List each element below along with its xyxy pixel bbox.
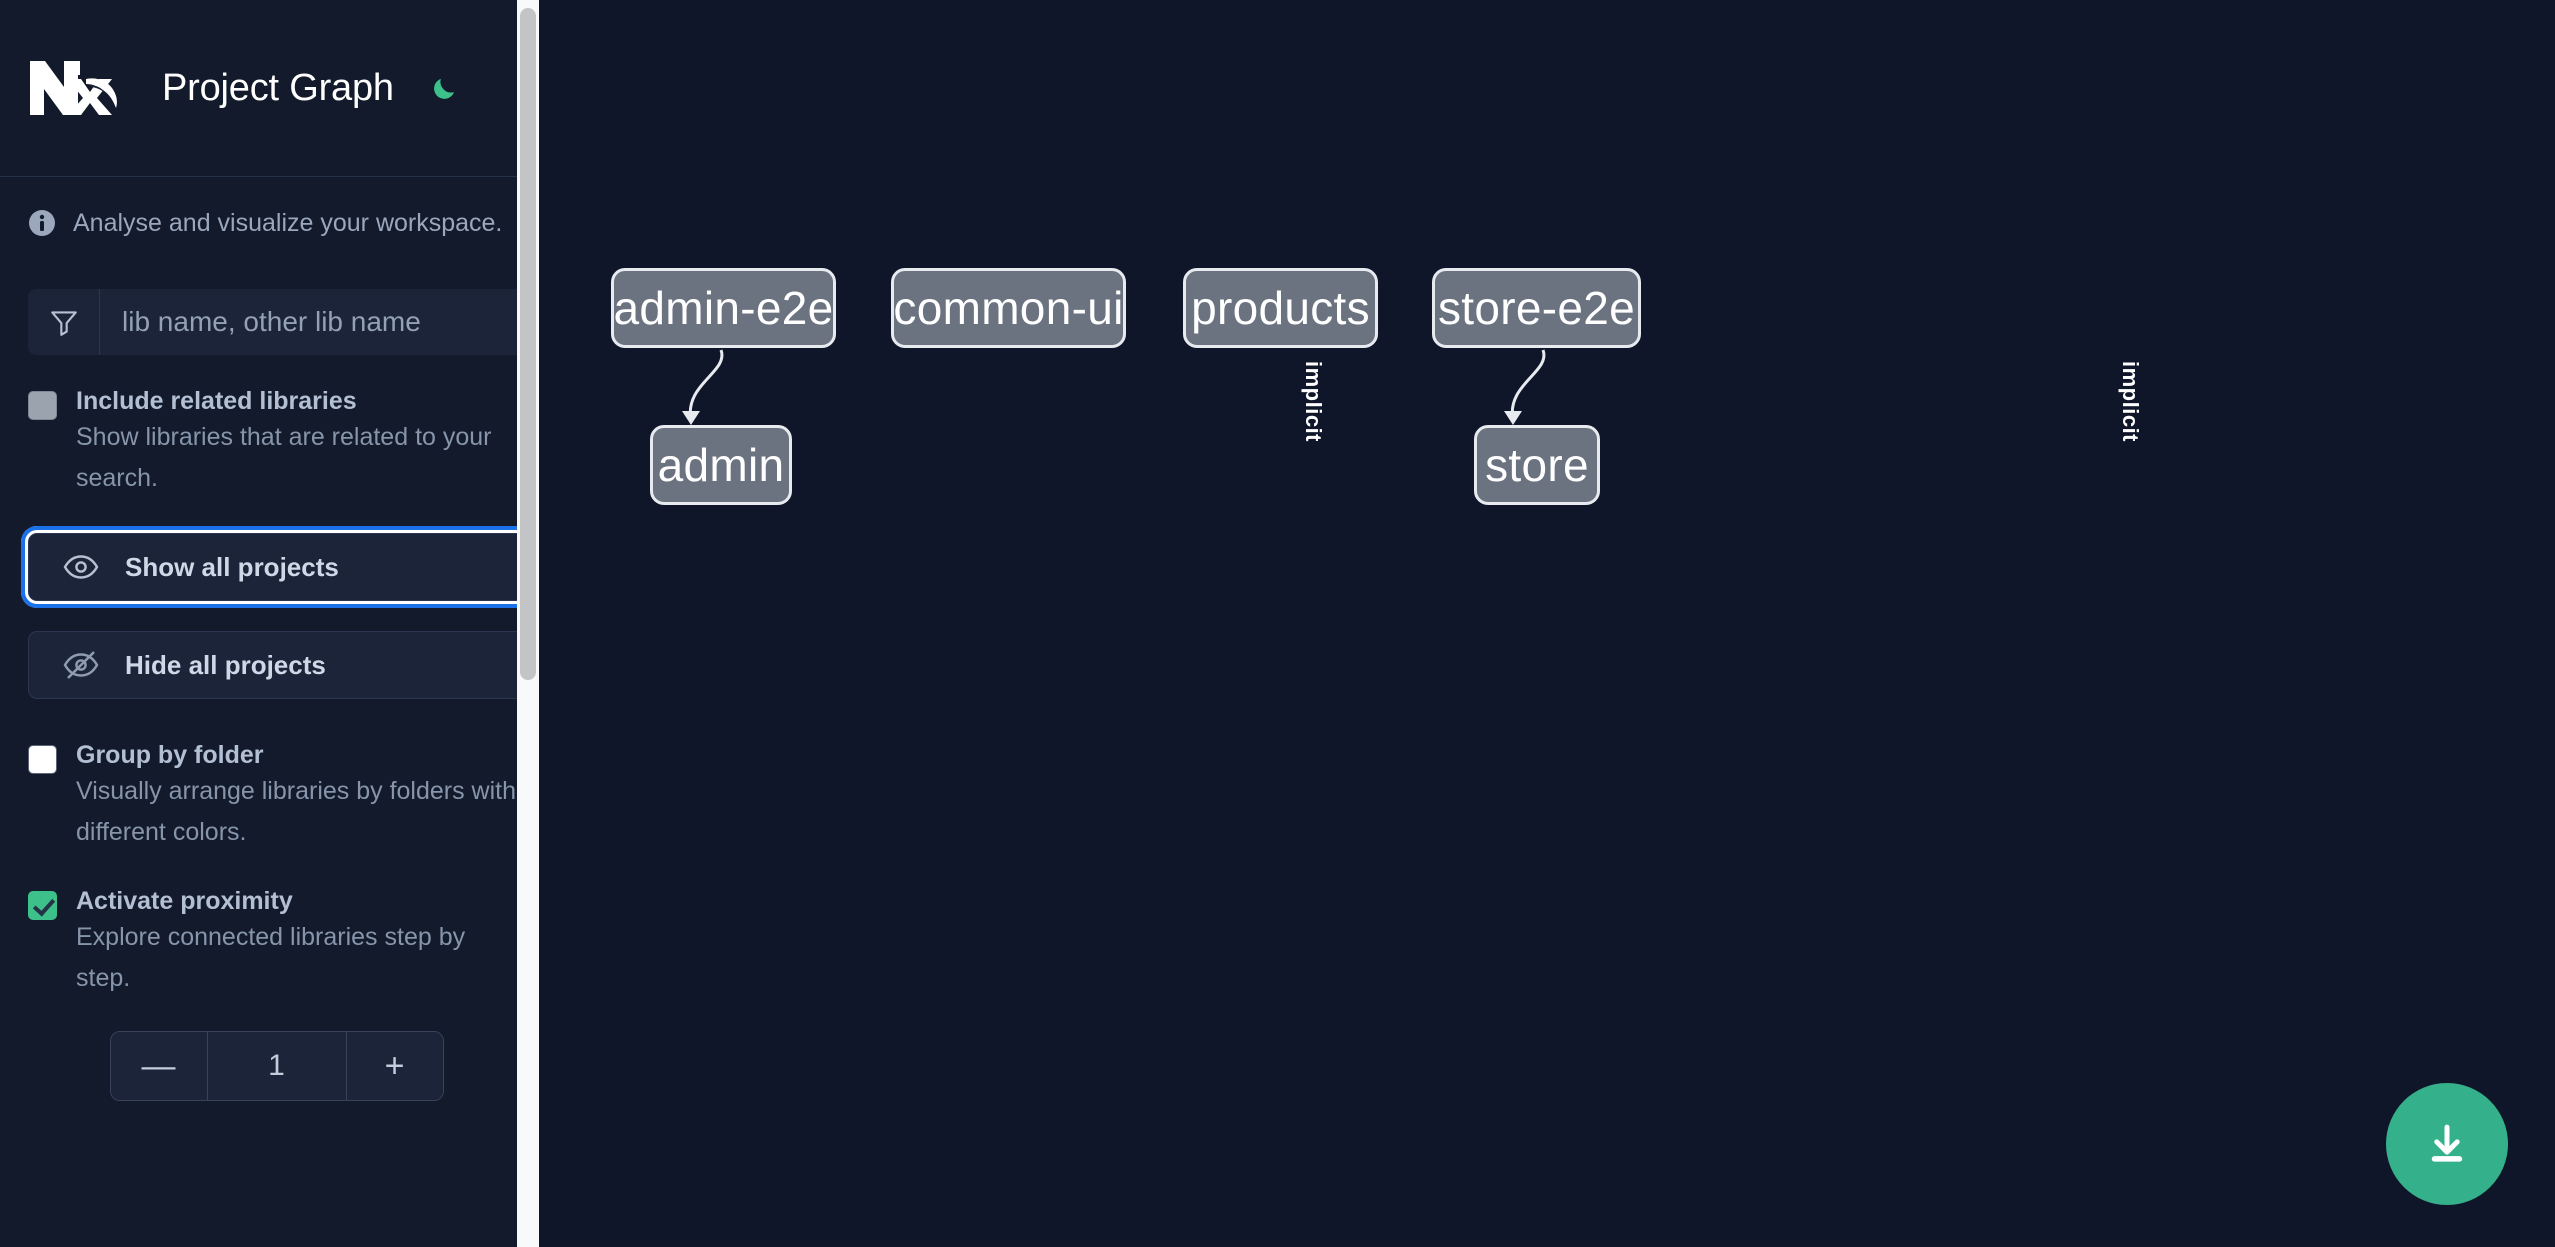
graph-edges [682, 349, 1546, 425]
proximity-decrement-button[interactable]: — [110, 1032, 207, 1100]
search-row [0, 289, 553, 355]
graph-node-admin-e2e[interactable]: admin-e2e [611, 268, 836, 348]
graph-canvas[interactable]: implicit implicit admin-e2e common-ui pr… [553, 0, 2555, 1247]
group-by-folder-description: Visually arrange libraries by folders wi… [76, 777, 517, 846]
proximity-stepper-row: — 1 + [0, 1031, 553, 1101]
option-group-by-folder[interactable]: Group by folder Visually arrange librari… [0, 739, 553, 853]
group-by-folder-checkbox[interactable] [28, 745, 57, 774]
graph-node-store[interactable]: store [1474, 425, 1600, 505]
include-related-libraries-checkbox[interactable] [28, 391, 57, 420]
graph-node-common-ui[interactable]: common-ui [891, 268, 1126, 348]
search-input[interactable] [100, 289, 525, 355]
eye-icon [63, 549, 99, 585]
show-all-projects-label: Show all projects [125, 551, 339, 582]
moon-icon[interactable] [424, 66, 468, 110]
proximity-value: 1 [206, 1032, 347, 1100]
download-button[interactable] [2386, 1083, 2508, 1205]
include-related-libraries-description: Show libraries that are related to your … [76, 423, 492, 492]
hide-all-projects-row: Hide all projects [0, 631, 553, 699]
activate-proximity-description: Explore connected libraries step by step… [76, 923, 466, 992]
hide-all-projects-button[interactable]: Hide all projects [28, 631, 525, 699]
nx-logo-icon [28, 57, 124, 119]
download-icon [2422, 1118, 2472, 1171]
option-include-related-libraries[interactable]: Include related libraries Show libraries… [0, 385, 553, 499]
filter-icon [28, 289, 100, 355]
edge-label-implicit-admin: implicit [1301, 361, 1326, 443]
graph-node-admin[interactable]: admin [650, 425, 792, 505]
sidebar: Project Graph Analyse and visualize your… [0, 0, 553, 1247]
graph-node-store-e2e[interactable]: store-e2e [1432, 268, 1641, 348]
sidebar-content: Project Graph Analyse and visualize your… [0, 0, 553, 1247]
workspace-note: Analyse and visualize your workspace. [0, 177, 553, 269]
info-icon [28, 209, 56, 237]
sidebar-edge [539, 0, 553, 1247]
sidebar-scrollbar-thumb[interactable] [520, 8, 536, 680]
proximity-increment-button[interactable]: + [346, 1032, 443, 1100]
proximity-stepper: — 1 + [109, 1031, 444, 1101]
hide-all-projects-label: Hide all projects [125, 649, 326, 680]
page-title: Project Graph [162, 66, 394, 109]
activate-proximity-checkbox[interactable] [28, 891, 57, 920]
option-activate-proximity[interactable]: Activate proximity Explore connected lib… [0, 885, 553, 999]
workspace-note-text: Analyse and visualize your workspace. [73, 208, 503, 237]
show-all-projects-button[interactable]: Show all projects [21, 526, 532, 608]
activate-proximity-label: Activate proximity [76, 887, 293, 915]
sidebar-scrollbar[interactable] [517, 0, 539, 1247]
edge-label-implicit-store: implicit [2118, 361, 2143, 443]
include-related-libraries-label: Include related libraries [76, 387, 357, 415]
graph-node-products[interactable]: products [1183, 268, 1378, 348]
eye-off-icon [63, 647, 99, 683]
sidebar-header: Project Graph [0, 0, 553, 177]
search-box[interactable] [28, 289, 525, 355]
show-all-projects-row: Show all projects [0, 526, 553, 608]
group-by-folder-label: Group by folder [76, 741, 264, 769]
